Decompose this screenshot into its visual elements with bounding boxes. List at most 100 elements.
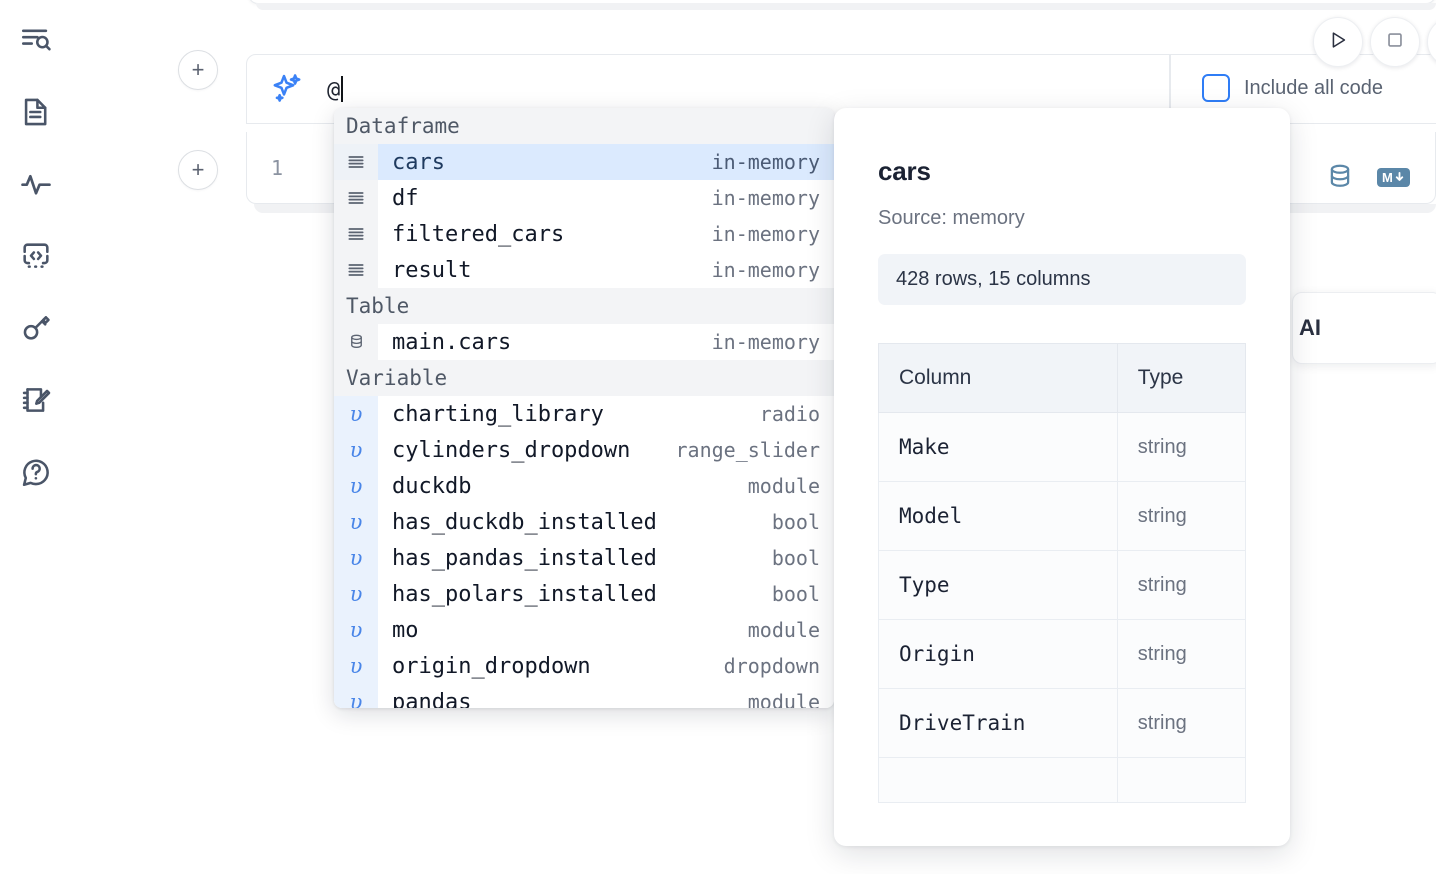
- variable-icon: υ: [334, 504, 378, 540]
- plus-icon: +: [191, 57, 205, 82]
- stop-cell-button[interactable]: [1370, 17, 1420, 67]
- autocomplete-item-type: module: [747, 690, 820, 708]
- autocomplete-item-type: in-memory: [711, 258, 820, 282]
- list-icon: [334, 180, 378, 216]
- autocomplete-item-type: module: [747, 474, 820, 498]
- cell-actions: M: [1325, 162, 1411, 192]
- autocomplete-item-name: main.cars: [392, 329, 512, 355]
- schema-column-type: string: [1116, 550, 1247, 620]
- variable-icon: υ: [334, 396, 378, 432]
- activity-icon: [19, 167, 53, 201]
- ai-prompt-input[interactable]: @: [327, 75, 344, 103]
- schema-column-type: string: [1116, 481, 1247, 551]
- detail-title: cars: [878, 156, 931, 186]
- include-all-code-checkbox[interactable]: [1202, 74, 1230, 102]
- sidebar-item-explore[interactable]: [12, 16, 60, 64]
- help-icon: [19, 455, 53, 489]
- sidebar-item-snippets[interactable]: [12, 232, 60, 280]
- variable-icon: υ: [334, 684, 378, 708]
- previous-cell-shadow: [256, 3, 1436, 10]
- autocomplete-item-name: mo: [392, 617, 419, 643]
- autocomplete-item-name: cylinders_dropdown: [392, 437, 631, 463]
- run-cell-button[interactable]: [1313, 17, 1363, 67]
- autocomplete-item-name: origin_dropdown: [392, 653, 591, 679]
- schema-column-name: Origin: [878, 619, 1118, 689]
- autocomplete-item-name: duckdb: [392, 473, 472, 499]
- autocomplete-item-name: pandas: [392, 689, 472, 709]
- autocomplete-item-name: has_duckdb_installed: [392, 509, 657, 535]
- detail-source: Source: memory: [878, 207, 1025, 229]
- sidebar-item-help[interactable]: [12, 448, 60, 496]
- include-all-code-label: Include all code: [1244, 76, 1383, 99]
- autocomplete-item[interactable]: df in-memory: [334, 180, 834, 216]
- schema-column-type: string: [1116, 619, 1247, 689]
- schema-column-type: [1116, 757, 1247, 803]
- autocomplete-item-name: has_pandas_installed: [392, 545, 657, 571]
- ai-suggestion-card[interactable]: AI: [1292, 292, 1436, 364]
- database-icon: [334, 324, 378, 360]
- schema-column-type: string: [1116, 688, 1247, 758]
- left-sidebar: [0, 0, 72, 874]
- autocomplete-item-name: filtered_cars: [392, 221, 565, 247]
- autocomplete-group-header: Dataframe: [334, 108, 834, 144]
- table-row: [878, 757, 1247, 803]
- include-all-code-toggle[interactable]: Include all code: [1202, 74, 1383, 102]
- schema-column-type: string: [1116, 412, 1247, 482]
- ai-bar-divider: [1170, 54, 1171, 124]
- plus-icon: +: [191, 157, 205, 182]
- autocomplete-item-type: in-memory: [711, 150, 820, 174]
- sidebar-item-notebook[interactable]: [12, 88, 60, 136]
- markdown-badge-label: M: [1382, 169, 1394, 185]
- variable-icon: υ: [334, 612, 378, 648]
- variable-icon: υ: [334, 540, 378, 576]
- sidebar-item-activity[interactable]: [12, 160, 60, 208]
- add-cell-below-button[interactable]: +: [178, 150, 218, 190]
- explore-icon: [19, 23, 53, 57]
- column-header-type: Type: [1116, 343, 1247, 413]
- autocomplete-item-type: in-memory: [711, 186, 820, 210]
- add-cell-above-button[interactable]: +: [178, 50, 218, 90]
- autocomplete-item-type: module: [747, 618, 820, 642]
- sidebar-item-secrets[interactable]: [12, 304, 60, 352]
- schema-column-name: DriveTrain: [878, 688, 1118, 758]
- autocomplete-item-type: range_slider: [675, 438, 821, 462]
- autocomplete-item-name: df: [392, 185, 419, 211]
- variable-icon: υ: [334, 468, 378, 504]
- variable-icon: υ: [334, 576, 378, 612]
- database-icon[interactable]: [1325, 162, 1355, 192]
- schema-column-name: Make: [878, 412, 1118, 482]
- schema-column-name: [878, 757, 1118, 803]
- variable-icon: υ: [334, 648, 378, 684]
- sparkle-icon: [269, 71, 305, 107]
- autocomplete-group-header: Table: [334, 288, 834, 324]
- autocomplete-group-header: Variable: [334, 360, 834, 396]
- stop-icon: [1384, 29, 1406, 56]
- autocomplete-item-name: charting_library: [392, 401, 604, 427]
- sidebar-item-scratchpad[interactable]: [12, 376, 60, 424]
- schema-column-name: Type: [878, 550, 1118, 620]
- detail-shape-badge: 428 rows, 15 columns: [878, 254, 1246, 305]
- autocomplete-item-name: has_polars_installed: [392, 581, 657, 607]
- line-number: 1: [270, 155, 284, 180]
- markdown-icon[interactable]: M: [1377, 167, 1411, 187]
